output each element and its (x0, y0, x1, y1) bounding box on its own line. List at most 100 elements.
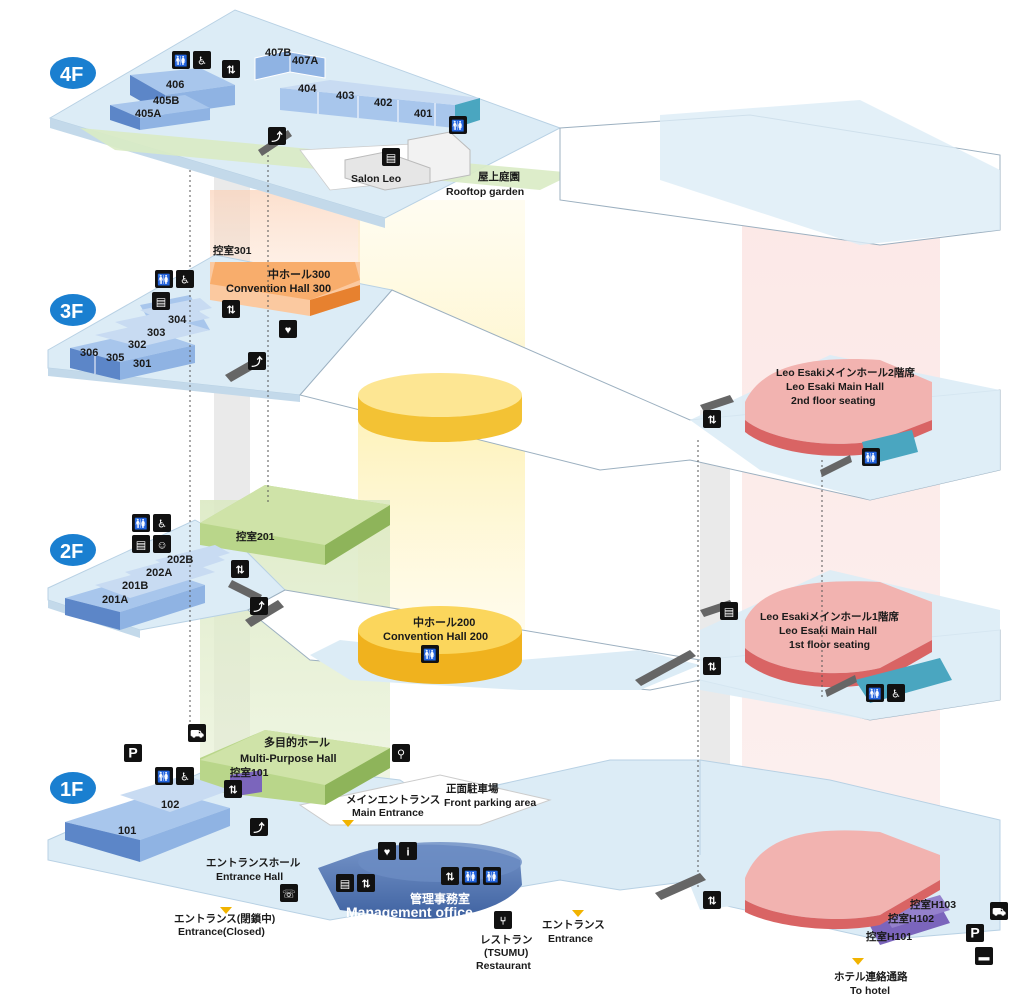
salon-leo-label: Salon Leo (351, 173, 401, 185)
entrance-jp: エントランス (542, 919, 605, 931)
svg-text:⇅: ⇅ (707, 662, 716, 674)
entrance-hall-en: Entrance Hall (216, 871, 283, 883)
svg-text:☺: ☺ (156, 540, 167, 552)
svg-text:🚻: 🚻 (134, 518, 148, 531)
restroom-icon: 🚻 (462, 867, 480, 885)
svg-text:▤: ▤ (724, 607, 734, 619)
restroom-icon: 🚻 (155, 767, 173, 785)
svg-text:🚻: 🚻 (868, 688, 882, 701)
rooftop-garden-en: Rooftop garden (446, 186, 524, 198)
room-401: 401 (414, 108, 432, 120)
icon-layer: 🚻♿⇅⤴▤🚻🚻♿▤⇅♥⤴🚻♿▤☺⇅⤴🚻⛟P⚲🚻♿⇅⤴☏♥i▤⇅⇅🚻🚻⑂⇅▤⇅🚻🚻… (124, 51, 1008, 965)
svg-text:⤴: ⤴ (272, 130, 284, 144)
svg-text:🚻: 🚻 (485, 871, 499, 884)
to-hotel-en: To hotel (850, 985, 890, 997)
room-301: 301 (133, 358, 151, 370)
svg-text:⇅: ⇅ (361, 879, 370, 891)
room-304: 304 (168, 314, 187, 326)
leo1-en: Leo Esaki Main Hall (779, 625, 877, 637)
badge-3f: 3F (50, 294, 96, 326)
restaurant-jp: レストラン (480, 934, 533, 946)
svg-text:🚻: 🚻 (451, 120, 465, 133)
wheelchair-icon: ♿ (176, 767, 194, 785)
hall300-en: Convention Hall 300 (226, 283, 331, 295)
svg-text:3F: 3F (60, 301, 83, 323)
nursing-icon: ☺ (153, 535, 171, 553)
svg-text:⚲: ⚲ (397, 749, 405, 761)
svg-text:⇅: ⇅ (707, 896, 716, 908)
hikae-h101: 控室H101 (866, 930, 912, 943)
restroom-icon: 🚻 (483, 867, 501, 885)
restroom-icon: 🚻 (862, 448, 880, 466)
front-parking-jp: 正面駐車場 (446, 782, 499, 795)
vending-icon: ▤ (336, 874, 354, 892)
room-405a: 405A (135, 108, 161, 120)
svg-text:⇅: ⇅ (226, 65, 235, 77)
leo1-sub: 1st floor seating (789, 639, 870, 651)
svg-text:🚻: 🚻 (157, 771, 171, 784)
restroom-icon: 🚻 (155, 270, 173, 288)
restaurant-icon: ⑂ (494, 911, 512, 929)
room-404: 404 (298, 83, 317, 95)
restroom-icon: 🚻 (172, 51, 190, 69)
room-402: 402 (374, 97, 392, 109)
room-407a: 407A (292, 55, 318, 67)
hikae-h103: 控室H103 (910, 898, 956, 911)
restaurant-paren: (TSUMU) (484, 947, 528, 959)
hotel-marker (852, 958, 864, 965)
aed-icon: ♥ (378, 842, 396, 860)
svg-text:4F: 4F (60, 64, 83, 86)
svg-text:♿: ♿ (891, 689, 901, 701)
svg-text:▤: ▤ (340, 879, 350, 891)
rooms-3f (70, 262, 360, 380)
aed-icon: ♥ (279, 320, 297, 338)
svg-text:♿: ♿ (180, 275, 190, 287)
vending-icon: ▤ (132, 535, 150, 553)
room-201b: 201B (122, 580, 148, 592)
hikae-101: 控室101 (230, 766, 269, 779)
truck-icon: ⛟ (188, 724, 206, 742)
svg-text:⤴: ⤴ (254, 821, 266, 835)
rooms-1f (65, 730, 950, 945)
badge-2f: 2F (50, 534, 96, 566)
restaurant-en: Restaurant (476, 960, 531, 972)
closed-entrance-marker (220, 907, 232, 914)
leo1-jp: Leo Esakiメインホール1階席 (760, 610, 899, 623)
restroom-icon: 🚻 (132, 514, 150, 532)
room-202b: 202B (167, 554, 193, 566)
svg-text:⇅: ⇅ (235, 565, 244, 577)
bicycle-icon: ⚲ (392, 744, 410, 762)
room-202a: 202A (146, 567, 172, 579)
room-306: 306 (80, 347, 98, 359)
vending-icon: ▤ (720, 602, 738, 620)
parking-icon: P (124, 744, 142, 762)
badge-4f: 4F (50, 57, 96, 89)
svg-text:♿: ♿ (197, 56, 207, 68)
room-305: 305 (106, 352, 124, 364)
restroom-icon: 🚻 (421, 645, 439, 663)
svg-text:☏: ☏ (282, 889, 296, 901)
wheelchair-icon: ♿ (193, 51, 211, 69)
wheelchair-icon: ♿ (153, 514, 171, 532)
svg-text:P: P (128, 745, 137, 761)
badge-1f: 1F (50, 772, 96, 804)
mph-en: Multi-Purpose Hall (240, 753, 337, 765)
svg-text:🚻: 🚻 (174, 55, 188, 68)
wheelchair-icon: ♿ (176, 270, 194, 288)
escalator-icon: ⤴ (268, 127, 286, 145)
svg-text:▤: ▤ (386, 153, 396, 165)
room-405b: 405B (153, 95, 179, 107)
svg-text:▤: ▤ (136, 540, 146, 552)
svg-text:⛟: ⛟ (992, 907, 1006, 919)
phone-icon: ☏ (280, 884, 298, 902)
mgmt-en: Management office (346, 904, 473, 920)
svg-text:⇅: ⇅ (226, 305, 235, 317)
hall200-en: Convention Hall 200 (383, 631, 488, 643)
svg-text:♿: ♿ (180, 772, 190, 784)
escalator-icon: ⤴ (250, 597, 268, 615)
parking-icon: P (966, 924, 984, 942)
hall200-top-cylinder (358, 373, 522, 442)
hall300-jp: 中ホール300 (268, 267, 330, 281)
